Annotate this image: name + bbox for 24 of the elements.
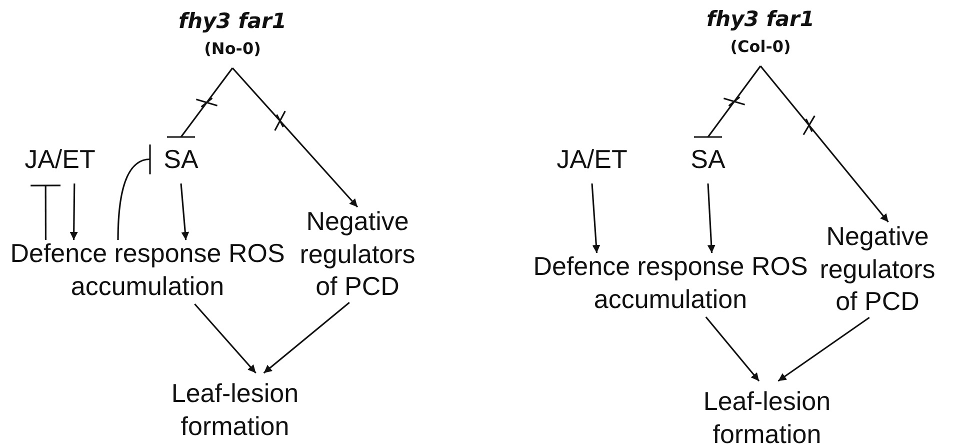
inhibition-line — [30, 184, 62, 240]
mutant-label: fhy3 far1 — [706, 6, 814, 33]
arrow — [263, 302, 350, 374]
node-label: Leaf-lesion formation — [155, 377, 315, 442]
arrow — [591, 183, 600, 254]
inhibition-line — [117, 144, 152, 240]
arrow — [778, 316, 870, 382]
arrow — [760, 66, 889, 222]
mutant-label: fhy3 far1 — [178, 8, 286, 35]
arrow — [232, 67, 358, 208]
arrow — [705, 316, 760, 382]
arrow — [707, 183, 716, 254]
inhibition-line — [693, 66, 762, 138]
node-label: SA — [685, 143, 731, 176]
arrow — [194, 303, 256, 374]
ecotype-label: (Col-0) — [730, 36, 791, 58]
arrow — [70, 184, 78, 240]
node-label: Leaf-lesion formation — [687, 385, 847, 446]
node-label: JA/ET — [547, 143, 637, 176]
ecotype-label: (No-0) — [204, 38, 261, 60]
node-label: SA — [158, 143, 204, 176]
node-label: JA/ET — [15, 143, 105, 176]
arrow — [180, 183, 190, 240]
inhibition-line — [166, 68, 234, 138]
